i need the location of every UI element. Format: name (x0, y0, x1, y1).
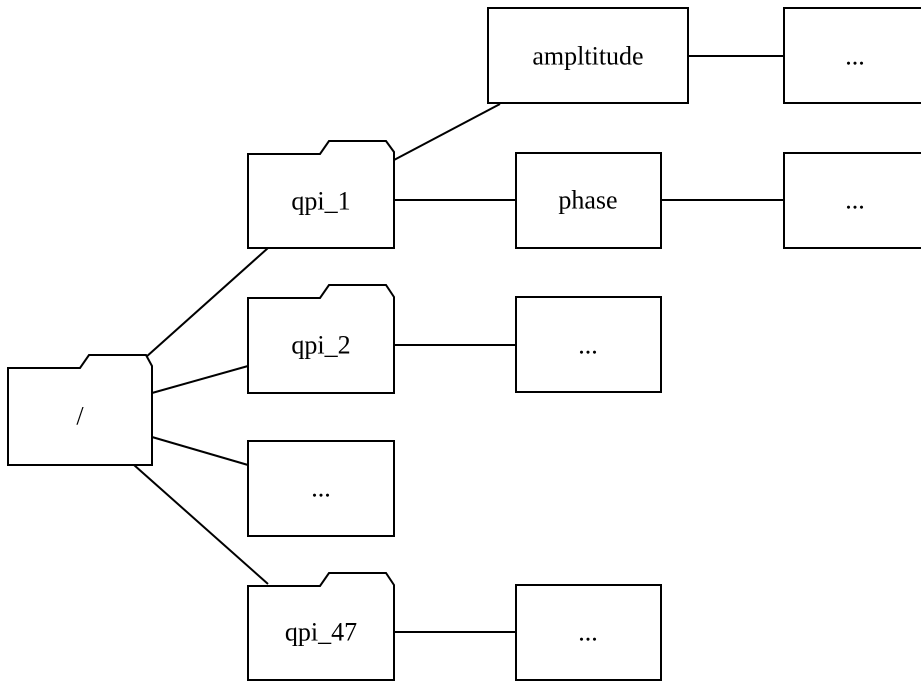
box-qpi-2-child: ... (515, 296, 662, 393)
edge-root-qpi-47 (133, 464, 269, 585)
box-amplitude-child: ... (783, 7, 921, 104)
folder-qpi-1: qpi_1 (247, 140, 395, 249)
folder-qpi-1-label: qpi_1 (291, 187, 350, 216)
box-qpi-2-child-label: ... (578, 331, 598, 360)
edge-root-qpi-1 (135, 247, 269, 367)
box-qpi-47-child-label: ... (578, 618, 598, 647)
folder-qpi-47: qpi_47 (247, 572, 395, 681)
box-phase-label: phase (558, 186, 617, 215)
box-amplitude: ampltitude (487, 7, 689, 104)
box-amplitude-label: ampltitude (532, 42, 643, 71)
box-phase-child: ... (783, 152, 921, 249)
folder-qpi-2-label: qpi_2 (291, 331, 350, 360)
folder-root: / (7, 354, 153, 466)
box-phase-child-label: ... (845, 186, 865, 215)
edge-root-qpi-2 (151, 365, 249, 394)
box-ellipsis-group: ... (247, 440, 395, 537)
edge-root-ellipsis (151, 436, 249, 466)
box-ellipsis-group-label: ... (311, 474, 331, 503)
folder-qpi-2: qpi_2 (247, 284, 395, 394)
folder-qpi-47-label: qpi_47 (285, 618, 357, 647)
edge-qpi-1-amplitude (393, 103, 501, 161)
edges (133, 55, 784, 633)
box-phase: phase (515, 152, 662, 249)
box-qpi-47-child: ... (515, 584, 662, 681)
folder-root-label: / (76, 402, 84, 431)
box-amplitude-child-label: ... (845, 42, 865, 71)
